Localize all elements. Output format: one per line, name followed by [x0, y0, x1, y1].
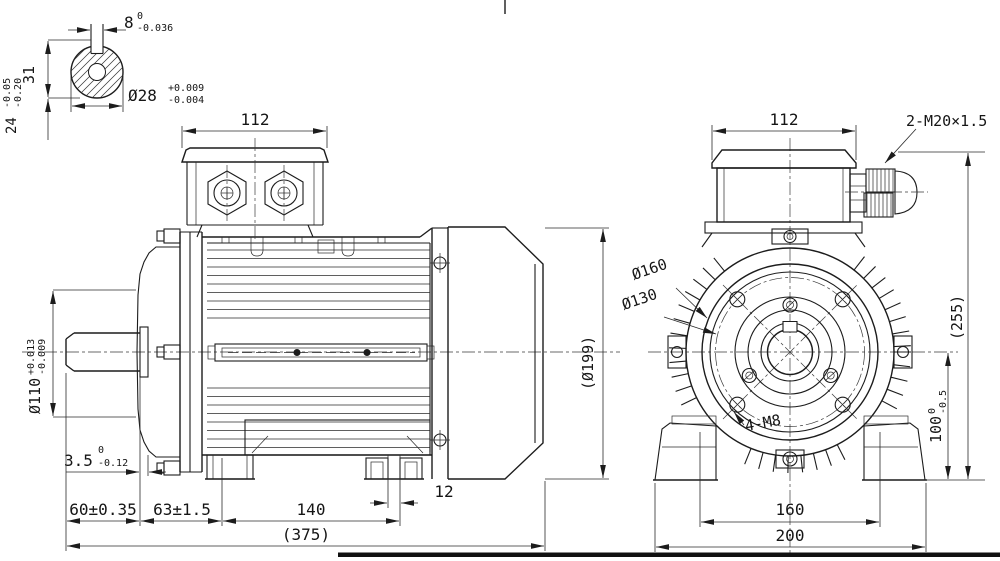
dim-spigot-dia-tol-lower: -0.009 — [37, 339, 48, 375]
motor-front-view: 112 2-M20×1.5 Ø160 Ø130 4-M8 160 200 100… — [619, 110, 987, 555]
shaft — [65, 326, 149, 378]
dim-shaft-height-tol-lower: -0.5 — [938, 390, 949, 414]
front-keyway — [783, 321, 797, 332]
dim-spigot-depth-tol-lower: -0.12 — [98, 458, 128, 469]
motor-body — [202, 227, 435, 456]
dim-shaft-height: 100 — [927, 416, 945, 443]
label-cable-gland: 2-M20×1.5 — [906, 112, 987, 130]
cable-gland-left — [207, 165, 247, 221]
cowl-band — [430, 227, 450, 479]
terminal-box-front — [701, 149, 928, 248]
knurl-texture — [866, 169, 894, 217]
flange-bolts — [156, 228, 181, 476]
terminal-box-side — [181, 138, 329, 242]
center-hole — [88, 63, 106, 81]
dim-spigot-dia-tol-upper: +0.013 — [26, 339, 37, 375]
cable-gland-front — [845, 168, 928, 218]
dim-foot-width: 200 — [776, 526, 805, 545]
cowl-screw-top — [430, 253, 450, 273]
label-bolt-circle-dia: Ø130 — [619, 285, 659, 314]
left-lug — [667, 335, 687, 369]
title-block-border — [338, 552, 1000, 557]
cooling-fins-front — [669, 256, 911, 473]
shaft-section-view: 8 0 -0.036 31 24 -0.05 -0.20 Ø28 +0.009 … — [2, 11, 204, 140]
right-lug — [893, 335, 913, 369]
bearing-hub — [136, 246, 180, 458]
dim-spigot-depth-tol-upper: 0 — [98, 445, 104, 456]
cooling-fins-side — [207, 249, 430, 448]
label-flange-dia: Ø160 — [629, 255, 669, 284]
dim-24-tol-upper: -0.05 — [2, 78, 13, 108]
drain-boss — [775, 449, 805, 469]
dim-shaft-height-tol-upper: 0 — [927, 408, 938, 414]
dim-key-width-tol-upper: 0 — [137, 11, 143, 22]
dim-spigot-dia: Ø110 — [26, 378, 44, 414]
fan-cowl — [448, 226, 544, 480]
dim-key-width-tol-lower: -0.036 — [137, 23, 173, 34]
cable-gland-right — [264, 165, 304, 221]
dim-foot-hole-spacing-side: 140 — [297, 500, 326, 519]
side-view-dimensions: 112 Ø110 +0.013 -0.009 3.5 0 -0.12 60±0.… — [26, 110, 609, 551]
dim-box-width-side: 112 — [241, 110, 270, 129]
dim-shaft-dia: Ø28 — [128, 86, 157, 105]
bolt-circle — [715, 277, 865, 427]
flange-bolt-holes — [729, 291, 851, 413]
keyway-slot — [90, 43, 104, 54]
dim-shaft-dia-tol-upper: +0.009 — [168, 83, 204, 94]
top-boss — [771, 228, 809, 245]
cowl-screw-bottom — [430, 430, 450, 450]
label-mounting-holes: 4-M8 — [744, 411, 783, 435]
dim-shaft-dia-tol-lower: -0.004 — [168, 95, 204, 106]
dim-foot-hole-spacing-front: 160 — [776, 500, 805, 519]
dim-overall-height: (255) — [948, 295, 966, 340]
bearing-cover-screws — [741, 297, 839, 384]
dim-24: 24 — [4, 117, 20, 134]
flange-circle — [701, 263, 879, 441]
dim-box-width-front: 112 — [770, 110, 799, 129]
dim-flange-to-foot: 63±1.5 — [153, 500, 211, 519]
dim-overall-length: (375) — [282, 525, 330, 544]
dim-cowl-dia: (Ø199) — [579, 336, 597, 390]
dim-shaft-length: 60±0.35 — [69, 500, 136, 519]
dim-spigot-depth: 3.5 — [64, 451, 93, 470]
dim-24-tol-lower: -0.20 — [13, 78, 24, 108]
dim-foot-pad-width: 12 — [434, 482, 453, 501]
dim-31: 31 — [20, 66, 38, 84]
motor-side-view: 112 Ø110 +0.013 -0.009 3.5 0 -0.12 60±0.… — [22, 110, 620, 551]
side-feet — [205, 419, 431, 480]
front-view-dimensions: 112 2-M20×1.5 Ø160 Ø130 4-M8 160 200 100… — [619, 110, 987, 552]
dim-key-width: 8 — [124, 13, 134, 32]
front-feet — [653, 415, 927, 481]
